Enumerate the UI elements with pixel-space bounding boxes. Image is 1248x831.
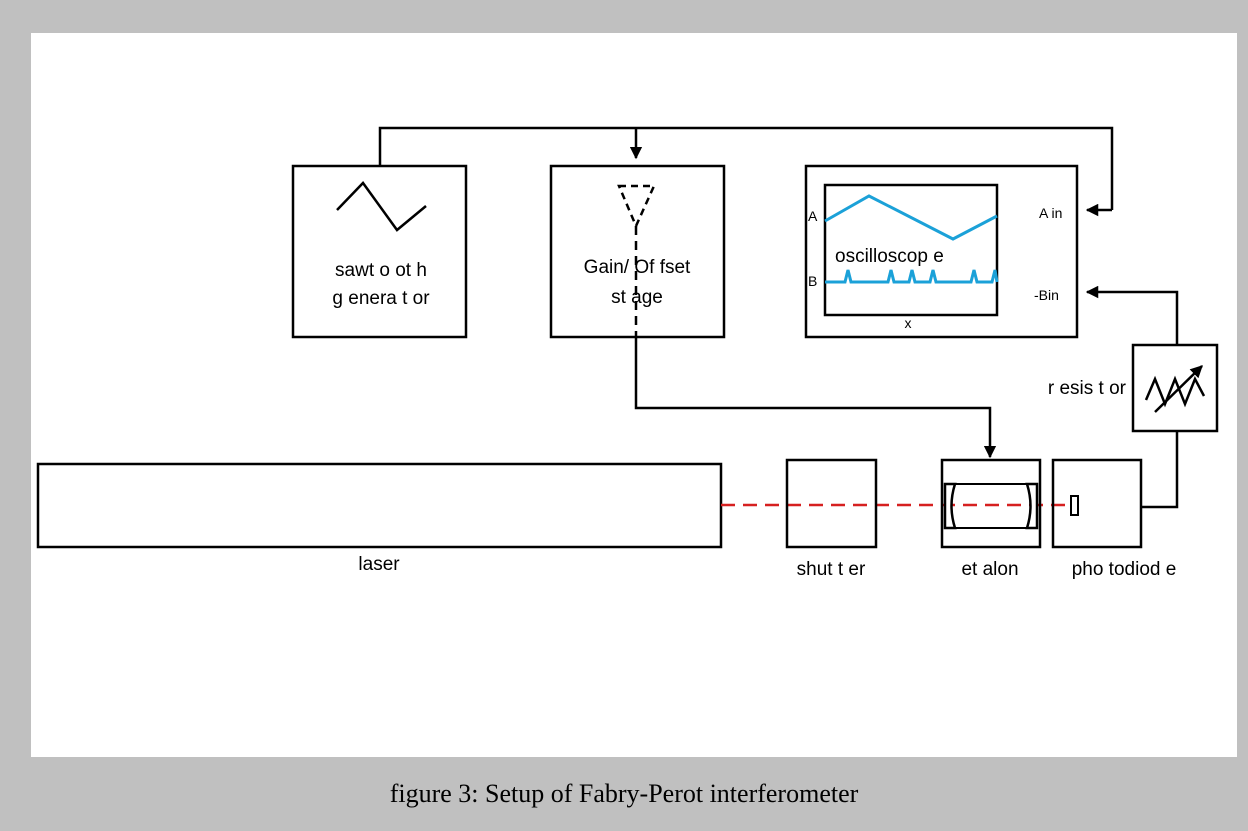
oscilloscope-label: oscilloscop e (835, 246, 944, 267)
wiring (378, 126, 1179, 509)
wire-sawtooth-bus (378, 126, 1114, 210)
etalon-mirror-right (1025, 482, 1039, 530)
photodiode-sensor (1070, 495, 1079, 516)
resistor-box (1131, 343, 1219, 433)
photodiode-label: pho todiod e (1072, 559, 1177, 580)
oscilloscope-screen (823, 183, 999, 317)
gain-offset-box (549, 164, 726, 339)
wire-gain-to-etalon (634, 338, 997, 459)
laser-box (36, 462, 723, 549)
sawtooth-label-line1: sawt o ot h (335, 260, 427, 281)
etalon-label: et alon (961, 559, 1018, 580)
shutter-box (785, 458, 878, 549)
etalon-box (940, 458, 1042, 549)
oscilloscope-box (804, 164, 1079, 339)
sawtooth-label-line2: g enera t or (332, 288, 430, 309)
channel-a-trace (824, 194, 998, 241)
sawtooth-generator-box (291, 164, 468, 339)
channel-a-label: A (808, 208, 818, 224)
laser-label: laser (358, 554, 400, 575)
x-axis-label: x (905, 315, 912, 331)
channel-b-trace (825, 269, 999, 284)
wire-resistor-to-bin (1085, 285, 1179, 345)
gain-label-line2: st age (611, 287, 663, 308)
input-b-label: -Bin (1034, 287, 1059, 303)
triangle-wave-icon (336, 181, 427, 232)
photodiode-box (1051, 458, 1143, 549)
wire-photodiode-to-resistor (1141, 431, 1179, 509)
etalon-mirror-left (943, 482, 957, 530)
input-a-label: A in (1039, 205, 1062, 221)
variable-resistor-arrow (1154, 365, 1203, 413)
resistor-label: r esis t or (1048, 378, 1127, 399)
shutter-label: shut t er (797, 559, 866, 580)
setup-diagram: sawt o ot h g enera t or Gain/ Of fset s… (36, 126, 1219, 580)
channel-b-label: B (808, 273, 817, 289)
variable-resistor-icon (1144, 375, 1206, 408)
gain-label-line1: Gain/ Of fset (584, 257, 691, 278)
figure-caption: figure 3: Setup of Fabry-Perot interfero… (389, 779, 859, 808)
amplifier-triangle-icon (617, 184, 656, 230)
